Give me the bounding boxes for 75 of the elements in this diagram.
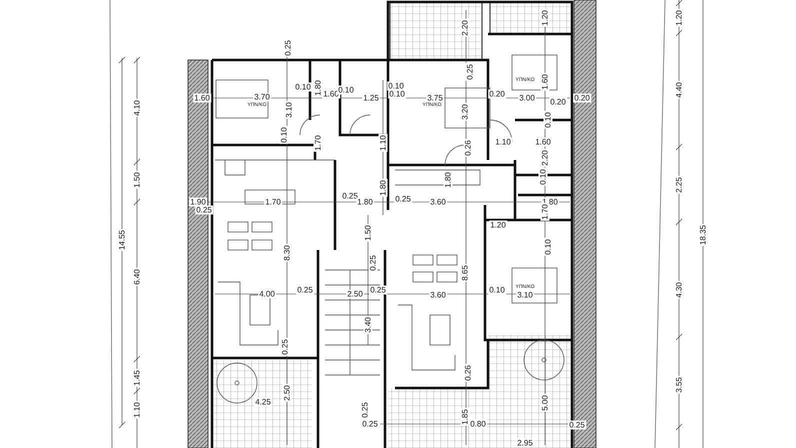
dimension-label: 3.10 [516,290,534,300]
dimension-label: 2.20 [540,149,550,167]
dimension-label: 0.10 [294,82,312,92]
dimension-label: 0.10 [538,168,548,186]
dimension-label: 1.90 [189,198,207,206]
dimension-label: 1.70 [314,134,322,152]
dimension-label: 5.00 [540,394,550,412]
dimension-label: 3.75 [426,94,444,102]
dimension-label: 1.60 [193,94,211,102]
dimension-label: 0.25 [369,286,387,294]
dimension-label: 0.25 [296,286,314,294]
dimension-label: 1.70 [264,198,282,206]
dimension-label: 6.40 [132,268,142,286]
dimension-label: 3.40 [364,316,372,334]
dimension-label: 3.60 [429,290,447,300]
dimension-label: 0.25 [195,206,213,214]
dimension-label: 1.70 [540,203,550,221]
dimension-label: 1.50 [132,171,142,189]
dimension-label: 1.60 [534,138,552,146]
dimension-label: 0.25 [368,254,378,272]
dimension-label: 0.20 [549,98,567,106]
dimension-label: 0.26 [464,139,472,157]
dimension-label: 0.10 [337,86,355,94]
dimension-label: 14.55 [118,228,126,252]
dimension-label: 0.25 [394,194,412,204]
dimension-label: 0.10 [488,286,506,294]
dimension-label: 0.25 [466,63,474,81]
dimension-label: 1.80 [444,171,452,189]
dimension-label: 1.10 [132,401,142,419]
dimension-label: 0.10 [544,238,552,256]
dimension-label: 8.65 [460,264,470,282]
dimension-label: 0.25 [341,192,359,200]
dimension-label: 4.30 [674,281,684,299]
dimension-label: 1.25 [362,94,380,102]
dimension-label: 0.25 [360,401,370,419]
dimension-label: 0.10 [544,111,552,129]
dimension-label: 2.50 [282,384,292,402]
dimension-label: 3.60 [429,198,447,206]
dimension-label: 4.10 [132,99,142,117]
dimension-label: 2.50 [346,290,364,298]
dimension-label: 0.25 [284,39,292,57]
dimension-label: 0.25 [568,420,586,430]
dimension-label: 0.20 [573,94,591,102]
dimension-label: 0.25 [361,420,379,428]
dimension-label: 0.26 [464,364,472,382]
dimension-label: 18.35 [698,224,708,246]
dimension-label: 3.55 [674,376,684,394]
dimension-label: 1.60 [540,73,550,91]
dimension-label: 1.10 [494,138,512,146]
dimension-label: 3.70 [253,92,271,102]
dimension-label: 8.30 [282,244,292,262]
dimension-label: 3.00 [518,94,536,102]
dimension-label: 3.20 [460,103,470,121]
dimension-label: 1.45 [132,369,142,387]
dimension-label: 1.80 [378,179,388,197]
dimension-label: 2.95 [516,438,534,448]
dimension-label: 1.50 [364,224,372,242]
dimension-label: 0.10 [280,126,288,144]
dimension-label: 3.10 [284,101,294,119]
dimension-label: 1.20 [540,9,550,27]
dimension-label: 2.20 [460,19,470,37]
dimension-label: 4.40 [674,81,684,99]
dimension-label: 1.85 [460,408,470,426]
dimension-label: 4.25 [254,398,272,406]
dimension-label: 2.25 [674,176,684,194]
dimension-label: 1.20 [489,220,507,230]
dimension-label: 0.80 [469,420,487,428]
dimension-label: 1.80 [356,198,374,206]
dimension-label: 0.25 [280,338,290,356]
dimension-label: 4.00 [258,290,276,298]
dimension-label: 0.20 [488,90,506,98]
dimension-label: 1.20 [674,9,684,27]
dimension-label: 1.80 [314,79,322,97]
dimension-label: 0.10 [387,82,405,90]
dimension-label: 1.10 [378,134,388,152]
